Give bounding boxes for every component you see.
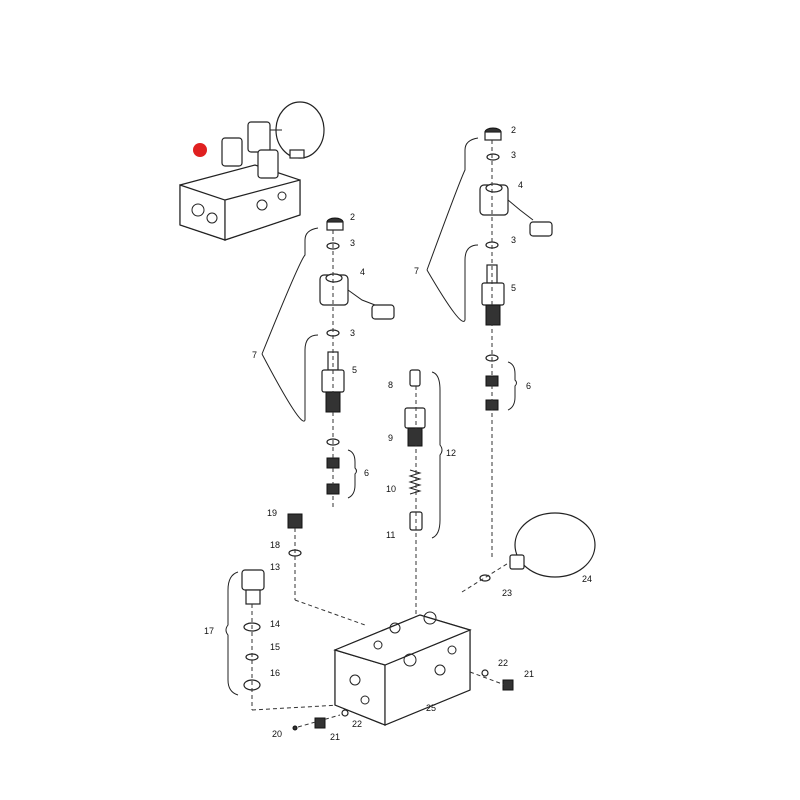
callout-19: 19 <box>267 508 277 518</box>
manifold-block <box>292 611 514 731</box>
callout-6-right: 6 <box>526 381 531 391</box>
callout-9: 9 <box>388 433 393 443</box>
callout-22-bottom: 22 <box>352 719 362 729</box>
callout-24: 24 <box>582 574 592 584</box>
callout-25: 25 <box>426 703 436 713</box>
left-fittings <box>225 513 366 711</box>
callout-2-right: 2 <box>511 125 516 135</box>
callout-17: 17 <box>204 626 214 636</box>
callout-3-left-lower: 3 <box>350 328 355 338</box>
callout-labels: 2 3 4 3 5 6 7 2 3 4 3 5 6 7 8 9 10 11 12… <box>204 125 592 742</box>
callout-5-left: 5 <box>352 365 357 375</box>
callout-18: 18 <box>270 540 280 550</box>
callout-11: 11 <box>386 530 395 540</box>
callout-6-left: 6 <box>364 468 369 478</box>
right-cartridge-stack <box>426 127 553 560</box>
callout-20: 20 <box>272 729 282 739</box>
left-cartridge-stack <box>261 217 395 510</box>
highlight-marker <box>193 143 207 157</box>
callout-7-left: 7 <box>252 350 257 360</box>
accumulator <box>461 512 596 593</box>
callout-16: 16 <box>270 668 280 678</box>
callout-3-right-top: 3 <box>511 150 516 160</box>
callout-15: 15 <box>270 642 280 652</box>
callout-4-right: 4 <box>518 180 523 190</box>
callout-14: 14 <box>270 619 280 629</box>
callout-10: 10 <box>386 484 396 494</box>
callout-21-bottom: 21 <box>330 732 340 742</box>
assembly-overview <box>179 101 325 241</box>
callout-7-right: 7 <box>414 266 419 276</box>
center-cartridge <box>404 369 443 620</box>
callout-12: 12 <box>446 448 456 458</box>
callout-22-right: 22 <box>498 658 508 668</box>
callout-8: 8 <box>388 380 393 390</box>
callout-3-right-lower: 3 <box>511 235 516 245</box>
callout-3-left-top: 3 <box>350 238 355 248</box>
callout-21-right: 21 <box>524 669 534 679</box>
callout-4-left: 4 <box>360 267 365 277</box>
callout-23: 23 <box>502 588 512 598</box>
callout-5-right: 5 <box>511 283 516 293</box>
callout-2-left: 2 <box>350 212 355 222</box>
callout-13: 13 <box>270 562 280 572</box>
